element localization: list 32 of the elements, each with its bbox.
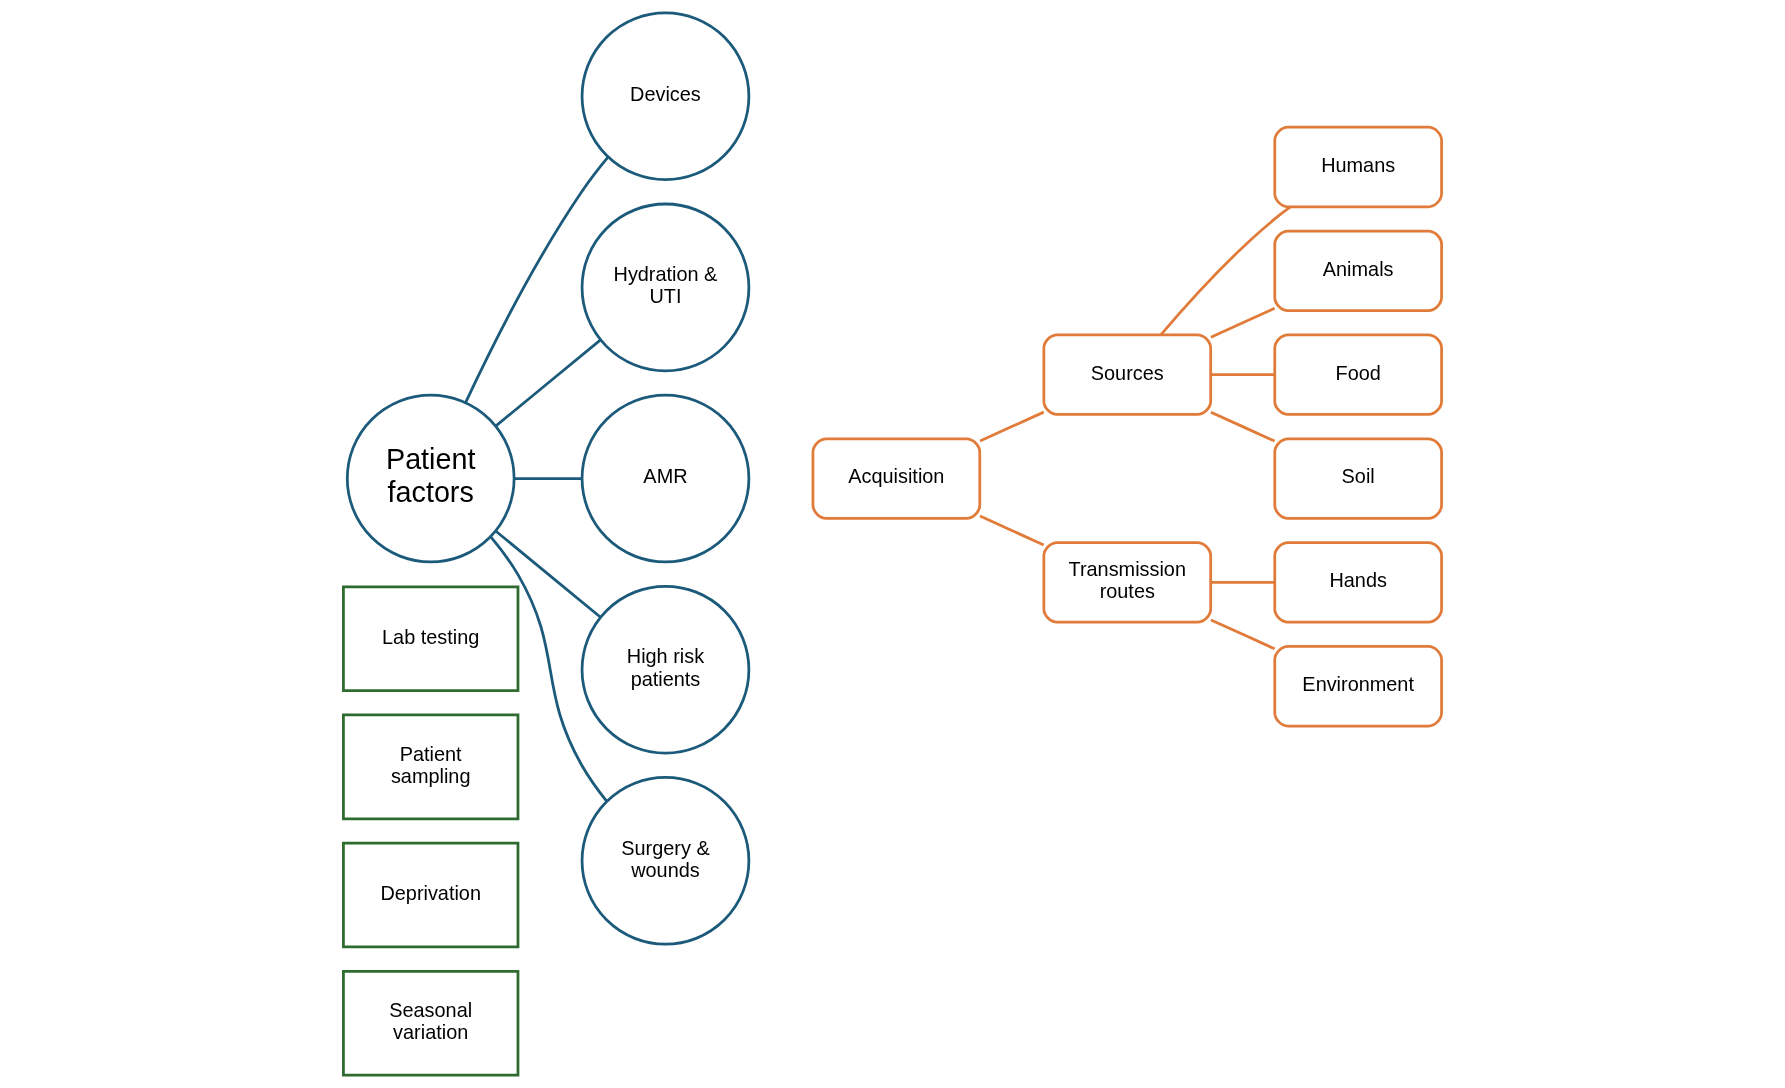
node-box: Environment (1273, 645, 1443, 728)
connector (979, 514, 1045, 547)
connector (1210, 581, 1275, 584)
connector (489, 536, 608, 802)
node-box: Transmission routes (1042, 541, 1213, 624)
node-box: Animals (1273, 229, 1443, 312)
node-circle: Hydration & UTI (580, 202, 751, 373)
node-box: Hands (1273, 541, 1443, 624)
node-box: Seasonal variation (342, 969, 520, 1077)
connector (514, 477, 582, 480)
node-box: Sources (1042, 333, 1213, 416)
connector (1210, 373, 1275, 377)
node-box: Humans (1273, 125, 1443, 209)
connector (1210, 410, 1276, 443)
node-box: Patient sampling (342, 713, 520, 821)
node-circle: Patient factors (345, 393, 516, 564)
node-circle: Surgery & wounds (580, 776, 751, 946)
node-circle: High risk patients (580, 584, 751, 755)
connector (1210, 307, 1276, 339)
connector (1210, 618, 1276, 651)
connector (979, 410, 1045, 443)
node-box: Lab testing (342, 585, 520, 693)
connector (1159, 205, 1292, 336)
connector (464, 156, 610, 404)
node-box: Acquisition (811, 437, 982, 520)
node-box: Soil (1273, 437, 1443, 520)
node-box: Deprivation (342, 841, 520, 949)
node-circle: Devices (580, 11, 751, 182)
node-box: Food (1273, 333, 1443, 416)
connector (494, 529, 602, 619)
connector (494, 339, 602, 428)
node-circle: AMR (580, 393, 751, 564)
